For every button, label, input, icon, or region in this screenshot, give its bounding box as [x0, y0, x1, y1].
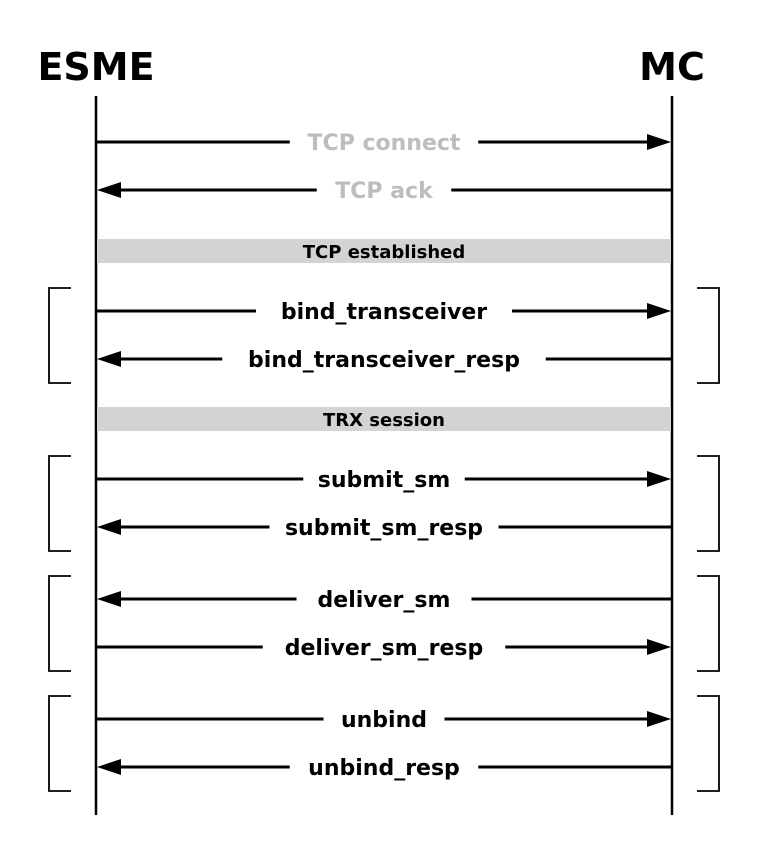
- state-tcp-established: TCP established: [97, 239, 671, 263]
- actor-esme-label: ESME: [37, 45, 154, 89]
- state-bar: [97, 407, 671, 431]
- arrow-head: [97, 519, 121, 535]
- state-label: TRX session: [323, 410, 445, 431]
- bracket-submit-right: [697, 455, 720, 552]
- arrow-head: [647, 303, 671, 319]
- arrow-head: [97, 759, 121, 775]
- bracket-submit-left: [48, 455, 71, 552]
- message-arrow: bind_transceiver: [97, 300, 671, 325]
- arrow-head: [97, 182, 121, 198]
- message-label: bind_transceiver_resp: [248, 348, 520, 373]
- message-label: submit_sm: [318, 468, 451, 493]
- bracket-deliver-right: [697, 575, 720, 672]
- message-arrow: TCP connect: [97, 131, 671, 156]
- message-arrow: submit_sm: [97, 468, 671, 493]
- bracket-deliver-left: [48, 575, 71, 672]
- message-arrow: deliver_sm_resp: [97, 636, 671, 661]
- message-label: deliver_sm_resp: [285, 636, 484, 661]
- message-label: deliver_sm: [318, 588, 451, 613]
- message-arrow: submit_sm_resp: [97, 516, 671, 541]
- left-brackets: [48, 287, 71, 792]
- message-label: submit_sm_resp: [285, 516, 483, 541]
- actor-mc-label: MC: [639, 45, 705, 89]
- arrow-head: [647, 639, 671, 655]
- message-label: TCP ack: [335, 179, 434, 204]
- bracket-bind-right: [697, 287, 720, 384]
- message-arrow: bind_transceiver_resp: [97, 348, 671, 373]
- message-arrow: deliver_sm: [97, 588, 671, 613]
- message-label: unbind: [341, 708, 427, 733]
- message-arrow: unbind_resp: [97, 756, 671, 781]
- message-label: bind_transceiver: [281, 300, 487, 325]
- bracket-unbind-right: [697, 695, 720, 792]
- message-arrow: TCP ack: [97, 179, 671, 204]
- state-trx-session: TRX session: [97, 407, 671, 431]
- message-label: TCP connect: [308, 131, 461, 156]
- arrow-head: [97, 591, 121, 607]
- bracket-bind-left: [48, 287, 71, 384]
- state-bar: [97, 239, 671, 263]
- state-label: TCP established: [303, 242, 465, 263]
- arrow-head: [97, 351, 121, 367]
- message-label: unbind_resp: [308, 756, 460, 781]
- message-arrow: unbind: [97, 708, 671, 733]
- arrow-head: [647, 134, 671, 150]
- bracket-unbind-left: [48, 695, 71, 792]
- arrow-head: [647, 471, 671, 487]
- right-brackets: [697, 287, 720, 792]
- arrow-head: [647, 711, 671, 727]
